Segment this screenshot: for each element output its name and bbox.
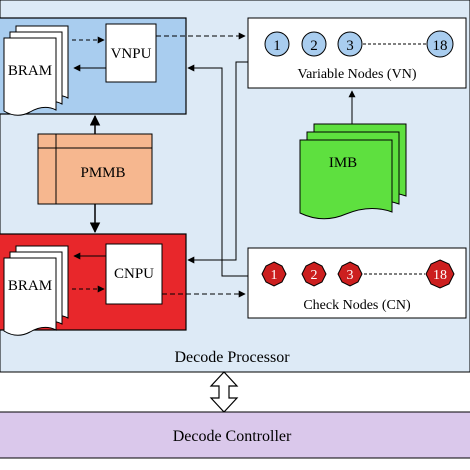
variable-node-18 [426, 30, 454, 58]
imb-page-front [299, 139, 393, 220]
variable-nodes-caption: Variable Nodes (VN) [298, 67, 417, 82]
cnpu-bram-stack: BRAM [3, 245, 69, 336]
pmmb-box [37, 133, 153, 205]
decode-processor-caption: Decode Processor [174, 349, 290, 366]
check-node-label-2: 2 [311, 268, 318, 283]
cnpu-label: CNPU [114, 266, 154, 282]
check-node-label-3: 3 [347, 268, 354, 283]
variable-node-label-2: 2 [310, 38, 318, 54]
variable-node-3 [337, 31, 363, 57]
cnpu-block: BRAM CNPU [0, 233, 187, 336]
check-nodes-caption: Check Nodes (CN) [303, 298, 411, 313]
check-node-3 [337, 261, 363, 287]
decode-controller-label: Decode Controller [173, 428, 292, 445]
check-nodes-to-vnpu-feedback [187, 64, 248, 277]
vnpu-bram-label: BRAM [8, 63, 52, 79]
check-node-1 [261, 261, 287, 287]
vnpu-block: BRAM VNPU [0, 17, 187, 116]
imb-label: IMB [329, 155, 357, 171]
vnpu-label: VNPU [111, 46, 152, 62]
check-node-label-18: 18 [433, 268, 447, 283]
processor-controller-arrow [209, 371, 239, 413]
vnpu-box [105, 23, 157, 83]
variable-node-1 [264, 31, 290, 57]
imb-block: IMB [299, 123, 407, 220]
pmmb-block: PMMB [37, 133, 153, 205]
cnpu-bram-label: BRAM [8, 278, 52, 294]
bram-page-front [3, 37, 57, 116]
bram-page-front [3, 257, 57, 336]
variable-node-label-18: 18 [433, 38, 448, 54]
check-node-18 [425, 259, 455, 289]
decode-controller-box [0, 411, 470, 459]
cnpu-box [105, 243, 163, 305]
variable-node-2 [301, 31, 327, 57]
pmmb-label: PMMB [80, 165, 125, 181]
variable-nodes-to-cnpu-feedback [187, 61, 248, 264]
check-nodes-panel: 1 2 3 18 Check Nodes (CN) [247, 247, 467, 319]
vnpu-bram-stack: BRAM [3, 25, 69, 116]
check-node-label-1: 1 [271, 268, 278, 283]
variable-node-label-3: 3 [346, 38, 354, 54]
variable-node-label-1: 1 [273, 38, 281, 54]
variable-nodes-panel: 1 2 3 18 Variable Nodes (VN) [247, 17, 467, 89]
check-node-2 [301, 261, 327, 287]
